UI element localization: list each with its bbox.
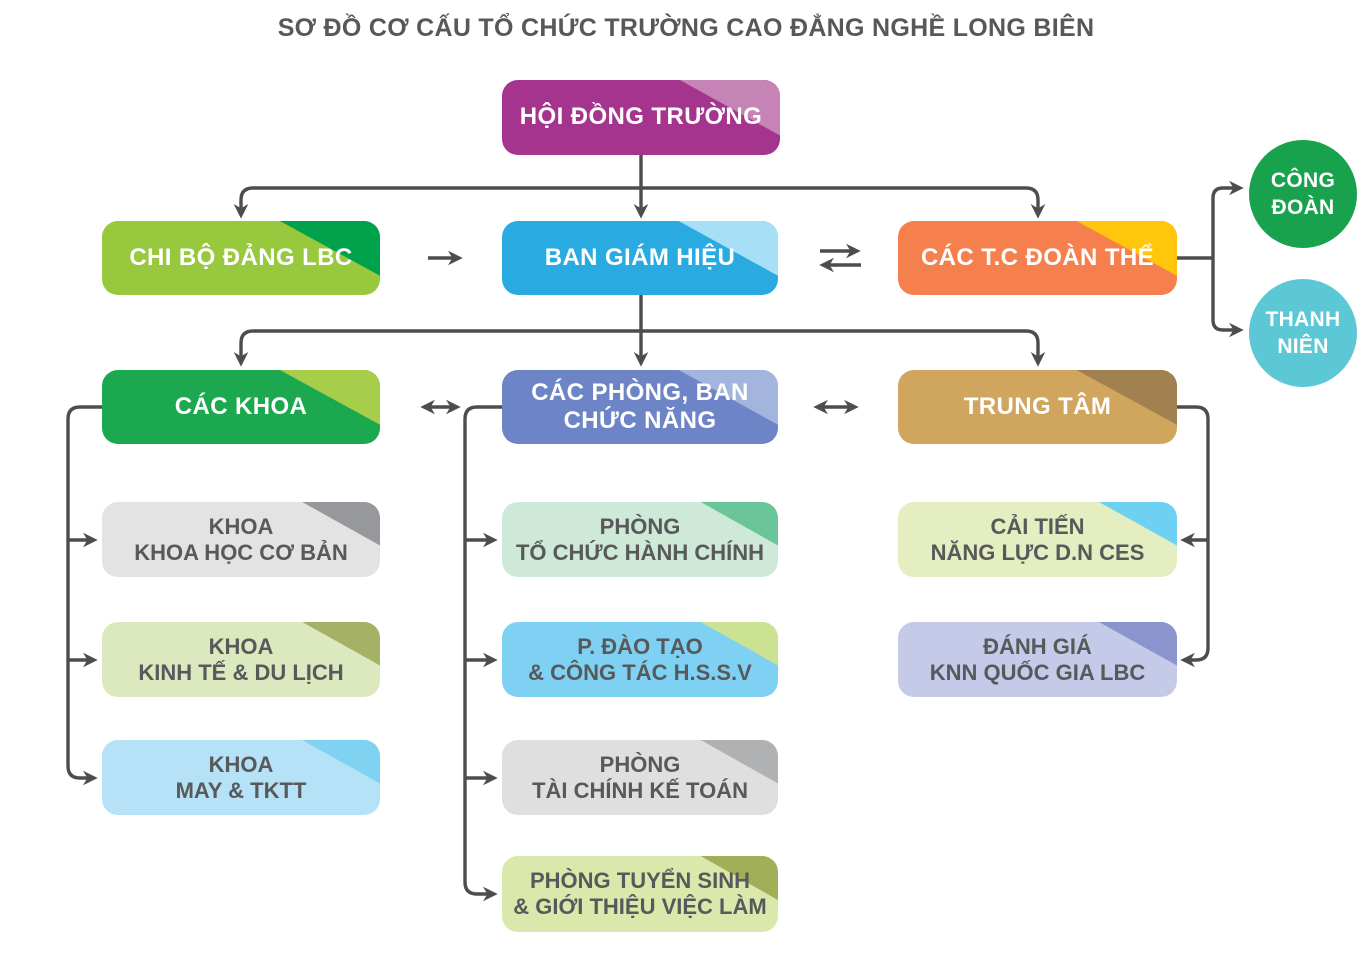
node-hoi-dong-truong: HỘI ĐỒNG TRƯỜNG <box>502 80 780 155</box>
node-label-line1: CÔNG <box>1270 168 1336 192</box>
node-khoa-kinh-te-du-lich: KHOA KINH TẾ & DU LỊCH <box>102 622 380 697</box>
node-label-line2: ĐOÀN <box>1271 196 1335 219</box>
node-label-line2: TỔ CHỨC HÀNH CHÍNH <box>515 539 764 565</box>
connector-phong-spine <box>463 405 502 902</box>
node-label-line2: CHỨC NĂNG <box>563 407 717 434</box>
node-label: KHOA MAY & TKTT <box>176 752 307 804</box>
node-thanh-nien: THANH NIÊN <box>1249 279 1357 387</box>
node-phong-tai-chinh-ke-toan: PHÒNG TÀI CHÍNH KẾ TOÁN <box>502 740 778 815</box>
node-label: PHÒNG TUYỂN SINH & GIỚI THIỆU VIỆC LÀM <box>513 868 766 920</box>
node-label: CÁC T.C ĐOÀN THỂ <box>920 243 1155 271</box>
connector-bgh-bar <box>233 329 1046 367</box>
node-trung-tam: TRUNG TÂM <box>898 370 1177 444</box>
node-danh-gia-knn: ĐÁNH GIÁ KNN QUỐC GIA LBC <box>898 622 1177 697</box>
node-label: HỘI ĐỒNG TRƯỜNG <box>519 103 763 131</box>
node-label: CÁC PHÒNG, BAN CHỨC NĂNG <box>531 379 749 436</box>
node-cac-phong-ban: CÁC PHÒNG, BAN CHỨC NĂNG <box>502 370 778 444</box>
node-label: CÁC KHOA <box>174 392 308 420</box>
node-khoa-may-tktt: KHOA MAY & TKTT <box>102 740 380 815</box>
node-label: PHÒNG TỔ CHỨC HÀNH CHÍNH <box>516 514 764 566</box>
connector-to-thanhnien <box>1211 258 1244 338</box>
node-label-line2: MAY & TKTT <box>175 777 307 803</box>
node-label-line1: CÁC PHÒNG, BAN <box>531 378 749 406</box>
node-khoa-khoa-hoc-co-ban: KHOA KHOA HỌC CƠ BẢN <box>102 502 380 577</box>
connector-khoa-spine <box>66 405 102 786</box>
node-chi-bo-dang-lbc: CHI BỘ ĐẢNG LBC <box>102 221 380 295</box>
node-phong-dao-tao-hssv: P. ĐÀO TẠO & CÔNG TÁC H.S.S.V <box>502 622 778 697</box>
node-label-line1: KHOA <box>208 751 274 777</box>
node-label-line2: KINH TẾ & DU LỊCH <box>138 659 344 685</box>
node-label-line1: THANH <box>1265 307 1341 331</box>
node-label: CẢI TIẾN NĂNG LỰC D.N CES <box>931 514 1145 566</box>
node-cong-doan: CÔNG ĐOÀN <box>1249 140 1357 248</box>
node-phong-tuyen-sinh-viec-lam: PHÒNG TUYỂN SINH & GIỚI THIỆU VIỆC LÀM <box>502 856 778 932</box>
node-label-line1: PHÒNG TUYỂN SINH <box>529 868 750 894</box>
node-cai-tien-nang-luc: CẢI TIẾN NĂNG LỰC D.N CES <box>898 502 1177 577</box>
node-label-line1: P. ĐÀO TẠO <box>577 633 703 659</box>
node-cac-khoa: CÁC KHOA <box>102 370 380 444</box>
node-label: BAN GIÁM HIỆU <box>544 243 736 271</box>
connector-to-congdoan <box>1211 180 1244 258</box>
node-label-line1: PHÒNG <box>599 513 681 539</box>
node-label-line1: KHOA <box>208 513 274 539</box>
node-ban-giam-hieu: BAN GIÁM HIỆU <box>502 221 778 295</box>
node-label-line1: ĐÁNH GIÁ <box>983 633 1092 659</box>
node-label-line2: NĂNG LỰC D.N CES <box>930 539 1145 565</box>
node-label: PHÒNG TÀI CHÍNH KẾ TOÁN <box>532 752 748 804</box>
node-label: P. ĐÀO TẠO & CÔNG TÁC H.S.S.V <box>528 634 752 686</box>
node-label: KHOA KHOA HỌC CƠ BẢN <box>134 514 348 566</box>
node-label: ĐÁNH GIÁ KNN QUỐC GIA LBC <box>930 634 1146 686</box>
connector-trungtam-spine <box>1177 405 1210 668</box>
node-label-line1: KHOA <box>208 633 274 659</box>
node-cac-tc-doan-the: CÁC T.C ĐOÀN THỂ <box>898 221 1177 295</box>
node-label-line2: NIÊN <box>1277 335 1329 358</box>
chart-title: SƠ ĐỒ CƠ CẤU TỔ CHỨC TRƯỜNG CAO ĐẲNG NGH… <box>277 14 1095 42</box>
node-label-line1: PHÒNG <box>599 751 681 777</box>
node-label-line1: CẢI TIẾN <box>990 513 1085 539</box>
node-label-line2: KHOA HỌC CƠ BẢN <box>134 539 348 565</box>
connector-root-bar <box>233 186 1046 219</box>
node-label: CHI BỘ ĐẢNG LBC <box>129 243 353 271</box>
node-label-line2: TÀI CHÍNH KẾ TOÁN <box>532 777 748 803</box>
node-label: TRUNG TÂM <box>963 392 1112 420</box>
node-label: KHOA KINH TẾ & DU LỊCH <box>138 634 343 686</box>
node-label-line2: KNN QUỐC GIA LBC <box>929 659 1146 685</box>
node-label-line2: & CÔNG TÁC H.S.S.V <box>528 659 752 685</box>
node-phong-to-chuc-hanh-chinh: PHÒNG TỔ CHỨC HÀNH CHÍNH <box>502 502 778 577</box>
node-label-line2: & GIỚI THIỆU VIỆC LÀM <box>513 894 767 919</box>
